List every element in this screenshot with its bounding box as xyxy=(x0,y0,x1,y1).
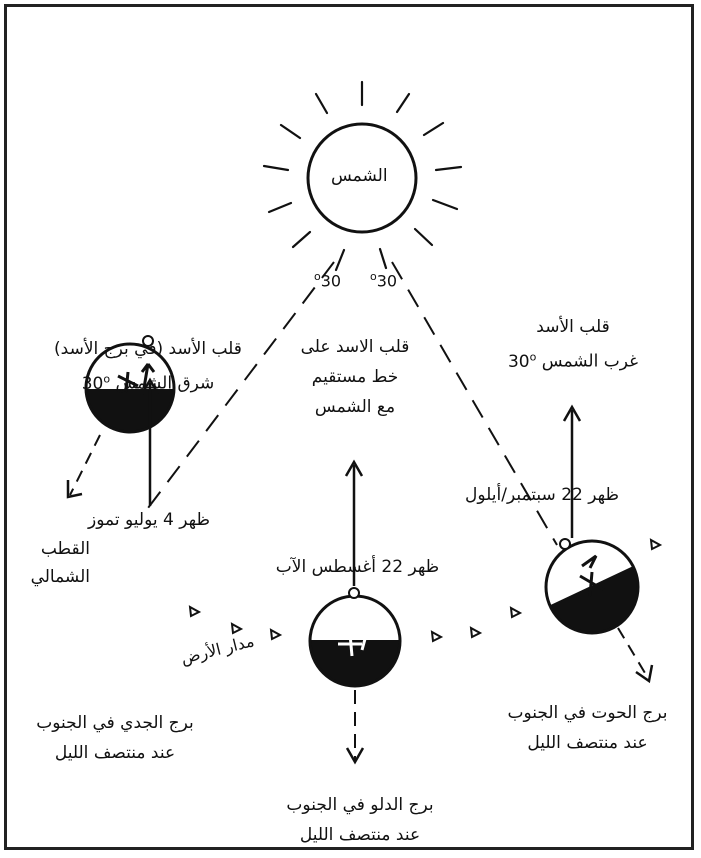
right-midnight-label: برج الحوت في الجنوب عند منتصف الليل xyxy=(490,698,685,758)
earth-middle xyxy=(300,462,410,762)
observer-marker xyxy=(560,539,570,549)
left-pole-label: القطب الشمالي xyxy=(10,535,90,591)
earth-right xyxy=(530,407,660,681)
right-star-label: قلب الأسد غرب الشمس 30o xyxy=(498,312,648,377)
middle-star-label-line3: مع الشمس xyxy=(265,392,445,422)
middle-star-label: قلب الاسد على خط مستقيم مع الشمس xyxy=(265,332,445,422)
right-star-label-line1: قلب الأسد xyxy=(498,312,648,342)
middle-time-label: ظهر 22 أغسطس الآب xyxy=(265,552,450,582)
left-time-label: ظهر 4 يوليو تموز xyxy=(10,505,210,535)
angle-label-left: o30 xyxy=(314,270,341,290)
left-star-label: قلب الأسد (في برج الأسد) شرق الشمس 30o xyxy=(18,334,278,399)
left-star-label-line1: قلب الأسد (في برج الأسد) xyxy=(18,334,278,364)
observer-marker xyxy=(349,588,359,598)
middle-midnight-label-line2: عند منتصف الليل xyxy=(265,820,455,850)
left-pole-label-line2: الشمالي xyxy=(10,563,90,591)
right-midnight-label-line2: عند منتصف الليل xyxy=(490,728,685,758)
right-midnight-label-line1: برج الحوت في الجنوب xyxy=(490,698,685,728)
left-pole-label-line1: القطب xyxy=(10,535,90,563)
middle-star-label-line2: خط مستقيم xyxy=(265,362,445,392)
right-time-label: ظهر 22 سبتمبر/أيلول xyxy=(442,480,642,510)
left-midnight-label: برج الجدي في الجنوب عند منتصف الليل xyxy=(10,708,220,768)
left-star-label-line2: شرق الشمس 30o xyxy=(18,364,278,399)
right-star-label-line2: غرب الشمس 30o xyxy=(498,342,648,377)
left-midnight-label-line1: برج الجدي في الجنوب xyxy=(10,708,220,738)
sun-label: الشمس xyxy=(331,166,388,186)
left-midnight-label-line2: عند منتصف الليل xyxy=(10,738,220,768)
middle-star-label-line1: قلب الاسد على xyxy=(265,332,445,362)
angle-label-right: o30 xyxy=(370,270,397,290)
middle-midnight-label: برج الدلو في الجنوب عند منتصف الليل xyxy=(265,790,455,850)
middle-midnight-label-line1: برج الدلو في الجنوب xyxy=(265,790,455,820)
